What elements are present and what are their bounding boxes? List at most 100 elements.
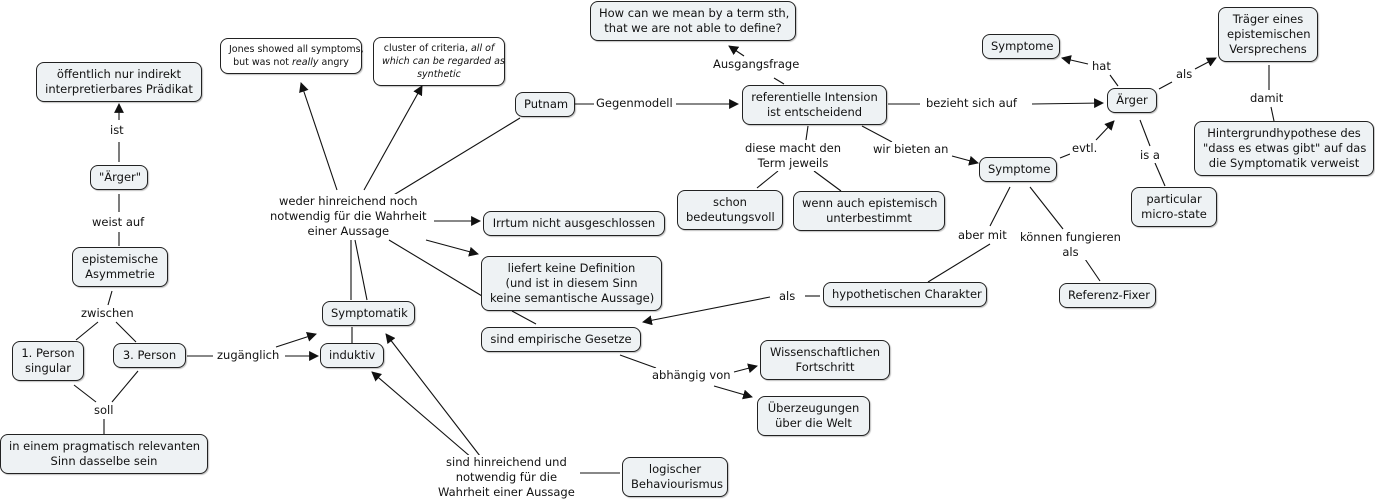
link-label-gegenmodell: Gegenmodell [594,96,675,111]
edge-zug-symptomatik [275,332,317,348]
label-text: Gegenmodell [596,96,673,110]
node-pragmatisch-dasselbe[interactable]: in einem pragmatisch relevanten Sinn das… [0,434,208,474]
edge-ausgang-howcan [728,45,745,57]
node-text: Irrtum nicht ausgeschlossen [492,216,656,230]
label-text: notwendig für die Wahrheit [270,209,427,223]
node-logischer-behaviourismus[interactable]: logischer Behaviourismus [622,457,728,497]
edge-ref-ausgang [773,77,785,85]
note-cluster-of-criteria[interactable]: cluster of criteria, all of which can be… [373,37,505,86]
node-referenz-fixer[interactable]: Referenz-Fixer [1059,283,1156,308]
node-text: Putnam [524,97,569,111]
node-irrtum[interactable]: Irrtum nicht ausgeschlossen [483,211,665,236]
node-hintergrundhypothese[interactable]: Hintergrundhypothese des "dass es etwas … [1194,121,1374,176]
label-text: zwischen [81,306,134,320]
edge-weder-symptomatik2 [354,239,368,301]
link-label-sind-hinreichend: sind hinreichend und notwendig für die W… [436,455,577,500]
edge-weder-putnam [391,117,521,197]
edge-p1-soll [73,384,97,403]
node-hypothetischen-charakter[interactable]: hypothetischen Charakter [823,282,987,307]
link-label-koennen-fungieren: können fungieren als [1018,230,1123,260]
edge-weder-liefert [425,239,479,257]
node-aerger-quote[interactable]: "Ärger" [90,165,148,190]
node-text: Ärger [1116,93,1148,107]
node-text: Überzeugungen [767,401,860,415]
edge-damit-hintergrund [1270,106,1275,122]
node-3-person[interactable]: 3. Person [113,343,186,368]
node-text: öffentlich nur indirekt [56,67,182,81]
link-label-wir-bieten-an: wir bieten an [871,142,951,157]
link-label-aber-mit: aber mit [956,228,1009,243]
link-label-evtl: evtl. [1070,141,1100,156]
node-induktiv[interactable]: induktiv [320,343,384,368]
link-label-abhaengig-von: abhängig von [650,368,733,383]
edge-sindhin-induktiv [371,371,473,459]
node-epistemische-asymmetrie[interactable]: epistemische Asymmetrie [72,247,168,287]
label-text: evtl. [1072,141,1098,155]
label-text: weder hinreichend noch [278,194,418,208]
node-oeffentlich-praedikat[interactable]: öffentlich nur indirekt interpretierbare… [36,62,202,102]
node-text: liefert keine Definition [507,261,636,275]
edge-abh-wissen [733,363,758,374]
node-referentielle-intension[interactable]: referentielle Intension ist entscheidend [742,85,887,125]
label-text: aber mit [958,228,1007,242]
node-liefert-keine-definition[interactable]: liefert keine Definition (und ist in die… [481,256,662,311]
label-text: können fungieren [1020,230,1121,244]
node-text: keine semantische Aussage) [490,291,655,305]
label-text: Wahrheit einer Aussage [438,485,575,499]
node-1-person-singular[interactable]: 1. Person singular [12,341,84,381]
label-text: Ausgangsfrage [713,57,800,71]
label-text: sind hinreichend und [446,455,567,469]
edge-weder-cluster [363,85,423,191]
edge-abh-ueberz [713,385,753,400]
edge-bezieht-aerger [1031,98,1104,109]
node-text: unterbestimmt [826,211,912,225]
label-text: notwendig für die [455,470,558,484]
edge-als-empirisch [642,296,771,326]
label-text: zugänglich [217,348,280,362]
link-label-ausgangsfrage: Ausgangsfrage [711,57,802,72]
node-how-can-we-mean[interactable]: How can we mean by a term sth, that we a… [590,1,796,41]
label-text: Term jeweils [757,156,829,170]
node-text: "Ärger" [99,170,142,184]
link-label-diese-macht: diese macht den Term jeweils [743,141,843,171]
link-label-als-hypothetisch: als [777,289,798,304]
link-label-bezieht-sich-auf: bezieht sich auf [924,96,1019,111]
node-wissenschaftlichen-fortschritt[interactable]: Wissenschaftlichen Fortschritt [760,340,890,380]
node-symptome-mid[interactable]: Symptome [979,157,1057,182]
label-text: als [1176,67,1193,81]
edge-weder-empirisch [388,239,483,297]
edge-hat-symptome [1061,55,1089,65]
node-text: epistemischen [1227,27,1311,41]
node-epistemisch-unterbestimmt[interactable]: wenn auch epistemisch unterbestimmt [793,191,945,231]
node-text: ist entscheidend [766,105,863,119]
label-text: hat [1092,59,1111,73]
label-text: bezieht sich auf [926,96,1017,110]
node-text: which can be regarded as [382,56,505,67]
edge-symptome-koennen [1029,186,1064,230]
node-text: schon [713,195,747,209]
node-text: cluster of criteria, all of [383,43,495,54]
node-traeger-versprechens[interactable]: Träger eines epistemischen Versprechens [1218,7,1318,62]
node-schon-bedeutungsvoll[interactable]: schon bedeutungsvoll [677,190,783,230]
link-label-hat: hat [1090,59,1113,74]
edge-aerger-hat [1109,74,1119,87]
node-ueberzeugungen-welt[interactable]: Überzeugungen über die Welt [757,396,870,436]
node-symptomatik[interactable]: Symptomatik [322,301,415,326]
edge-liefert-empirisch [511,310,537,325]
node-text: particular [1146,192,1202,206]
node-aerger[interactable]: Ärger [1107,88,1157,113]
edge-als-traeger [1194,57,1217,70]
node-text: Träger eines [1232,12,1304,26]
edge-empirisch-abh [619,354,657,369]
node-particular-micro-state[interactable]: particular micro-state [1131,187,1217,227]
note-jones[interactable]: Jones showed all symptoms, but was not r… [220,38,364,74]
node-text: Symptome [991,39,1054,53]
node-symptome-top[interactable]: Symptome [982,34,1060,59]
node-text: Sinn dasselbe sein [50,454,158,468]
edge-aerger-isa [1139,119,1151,147]
node-empirische-gesetze[interactable]: sind empirische Gesetze [481,327,641,352]
node-putnam[interactable]: Putnam [515,92,575,117]
node-text: über die Welt [775,416,852,430]
node-text: that we are not able to define? [604,21,782,35]
